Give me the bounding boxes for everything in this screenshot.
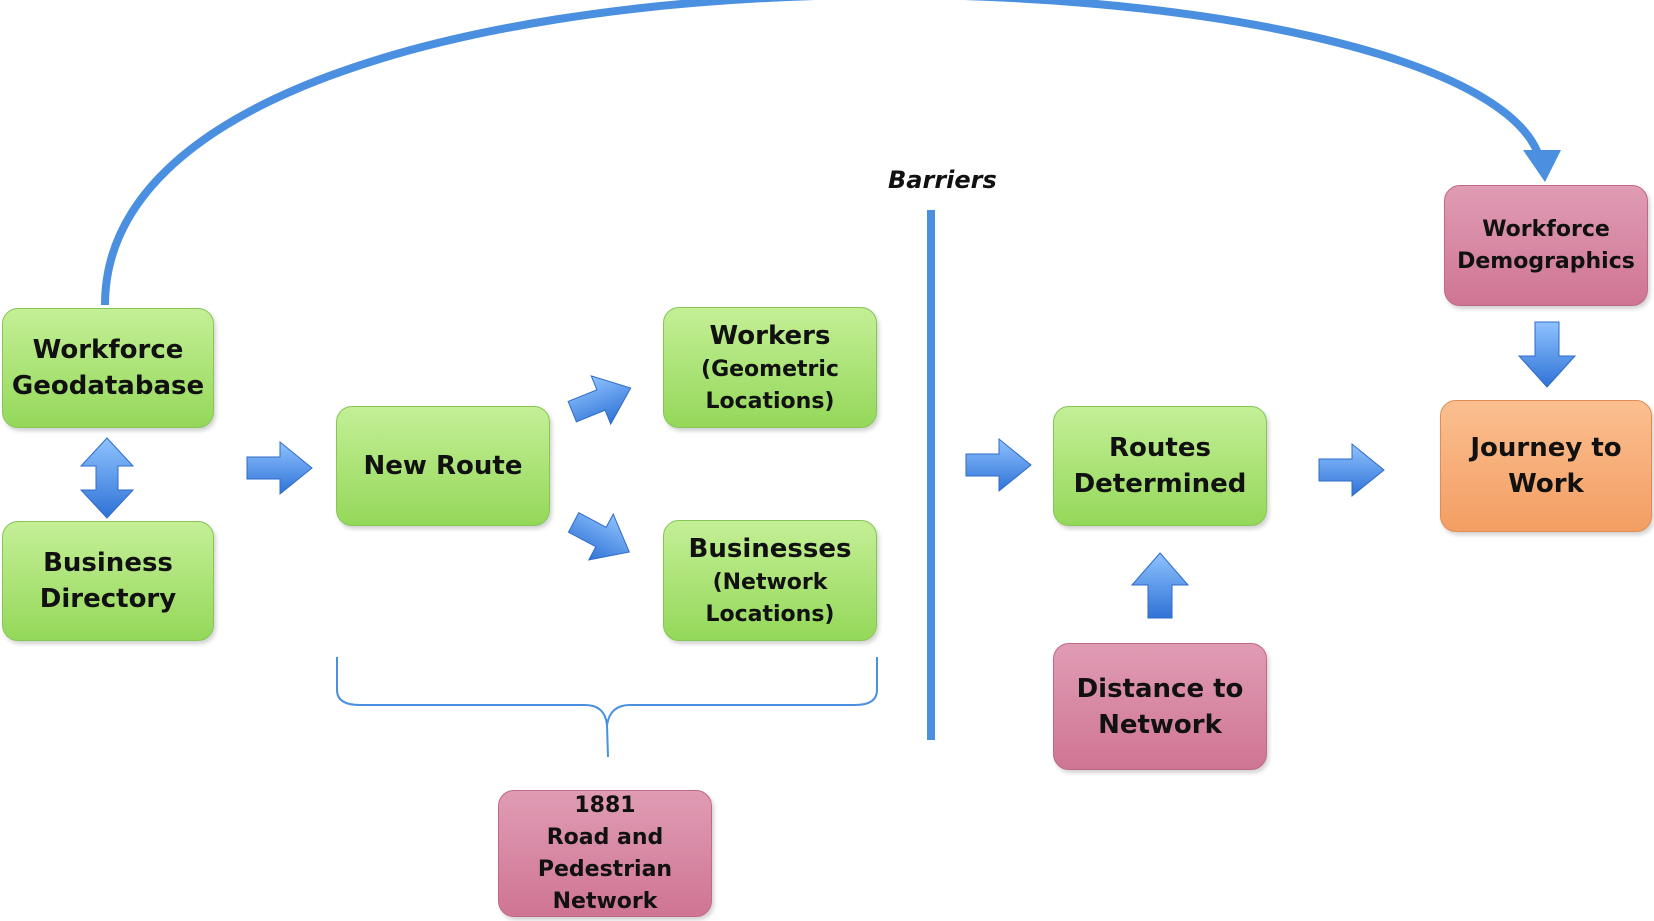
box-line: Locations) [705,388,835,414]
diagonal-down-arrow-icon [567,512,630,561]
workforce-demographics-box: Workforce Demographics [1444,185,1648,306]
businesses-box: Businesses (Network Locations) [663,520,877,641]
box-line: Businesses [688,533,852,564]
box-line: Workforce [32,335,184,365]
box-line: Determined [1073,469,1247,499]
curved-connector [101,0,1546,306]
right-arrow-icon-3 [1318,442,1385,498]
box-line: Directory [39,584,177,614]
right-arrow-icon-2 [965,437,1032,493]
business-directory-box: Business Directory [2,521,214,641]
box-line: Journey to [1470,433,1622,463]
box-line: Routes [1109,433,1211,463]
grouping-brace [336,657,878,758]
new-route-box: New Route [336,406,550,526]
box-line: Business [43,548,173,578]
box-line: Network [552,888,658,914]
journey-to-work-box: Journey to Work [1440,400,1652,532]
box-line: Demographics [1457,248,1635,274]
workforce-geodatabase-box: Workforce Geodatabase [2,308,214,428]
box-line: Work [1508,469,1584,499]
routes-determined-box: Routes Determined [1053,406,1267,526]
road-network-box: 1881 Road and Pedestrian Network [498,790,712,917]
box-line: Geodatabase [11,371,205,401]
barriers-label: Barriers [888,166,997,194]
box-line: Locations) [705,601,835,627]
workers-box: Workers (Geometric Locations) [663,307,877,428]
box-line: Distance to [1076,673,1244,704]
box-line: Workers [709,320,831,351]
double-arrow-icon [79,437,135,519]
box-line: Workforce [1482,216,1610,242]
distance-to-network-box: Distance to Network [1053,643,1267,770]
box-line: 1881 [574,792,636,818]
curved-connector-arrowhead [1523,150,1561,182]
box-line: Network [1098,709,1222,740]
right-arrow-icon [246,440,313,496]
box-line: New Route [363,451,523,481]
box-line: (Network [712,569,828,595]
box-line: Road and [546,824,664,850]
box-line: Pedestrian [537,856,673,882]
up-arrow-icon [1130,552,1190,619]
diagonal-up-arrow-icon [567,375,632,426]
down-arrow-icon [1517,321,1577,388]
box-line: (Geometric [701,356,839,382]
